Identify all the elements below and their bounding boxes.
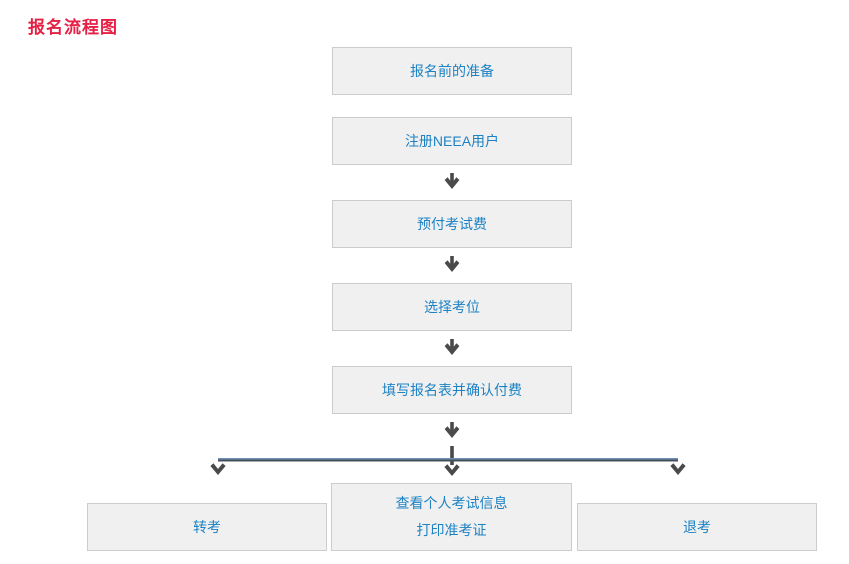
down-arrow-icon [444, 256, 460, 272]
flow-branch-withdraw-exam[interactable]: 退考 [577, 503, 817, 551]
down-arrow-icon [444, 422, 460, 438]
flow-branch-label-line1: 查看个人考试信息 [395, 495, 508, 511]
flow-step-fill-form-confirm-payment[interactable]: 填写报名表并确认付费 [332, 366, 572, 414]
flow-step-label: 选择考位 [424, 298, 480, 315]
flow-step-label: 预付考试费 [417, 215, 487, 232]
flow-step-register-neea[interactable]: 注册NEEA用户 [332, 117, 572, 165]
flow-step-label: 填写报名表并确认付费 [382, 381, 522, 398]
flow-branch-transfer-exam[interactable]: 转考 [87, 503, 327, 551]
down-arrowhead-center [444, 464, 460, 476]
flow-branch-label: 退考 [683, 518, 711, 535]
flow-branch-label: 转考 [193, 518, 221, 535]
flow-step-choose-seat[interactable]: 选择考位 [332, 283, 572, 331]
page-title: 报名流程图 [28, 18, 118, 37]
flow-branch-label-line2: 打印准考证 [416, 522, 487, 538]
flow-step-preparation[interactable]: 报名前的准备 [332, 47, 572, 95]
down-arrow-icon [444, 339, 460, 355]
down-arrow-icon [444, 173, 460, 189]
flow-step-label: 报名前的准备 [410, 62, 494, 79]
flow-step-label: 注册NEEA用户 [404, 132, 500, 149]
flow-branch-view-info-print-ticket[interactable]: 查看个人考试信息 打印准考证 [331, 483, 572, 551]
down-arrowhead-left [210, 463, 226, 475]
flow-step-prepay-fee[interactable]: 预付考试费 [332, 200, 572, 248]
down-arrowhead-right [670, 463, 686, 475]
branch-connector [210, 446, 686, 476]
